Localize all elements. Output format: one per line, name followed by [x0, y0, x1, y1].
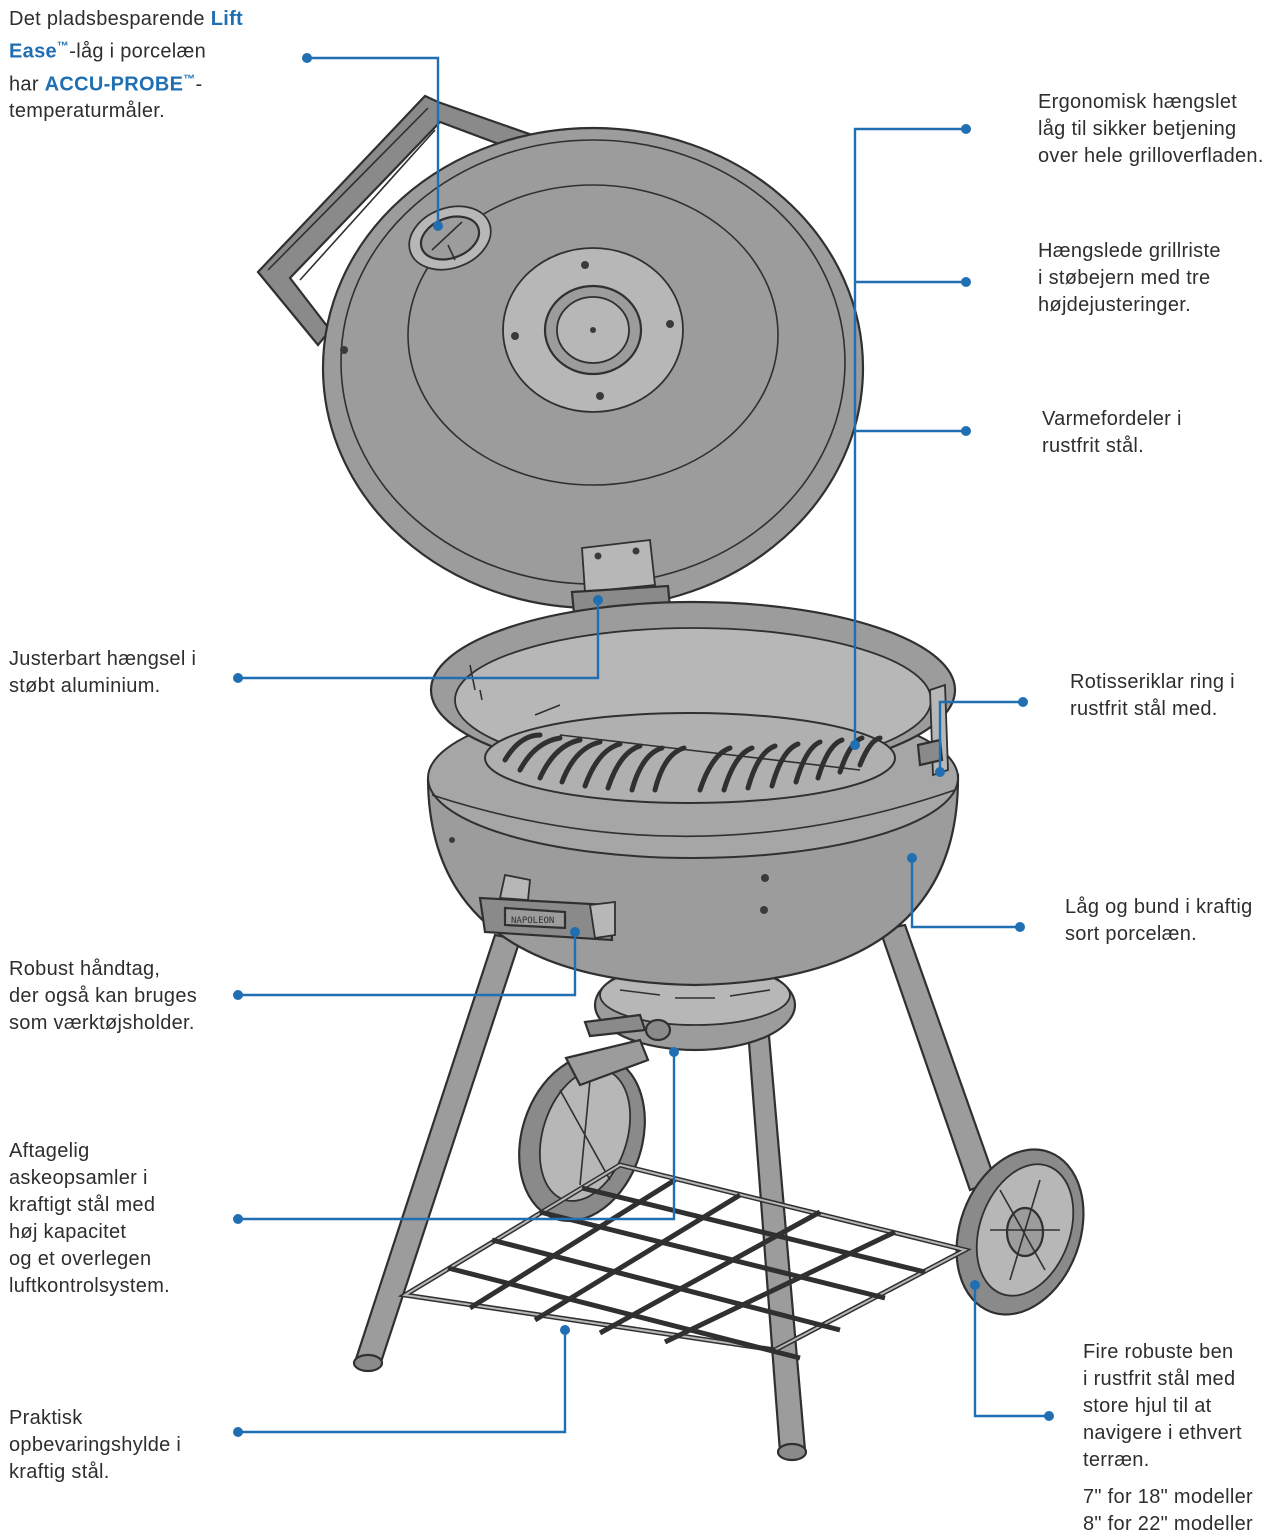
callout-heat-distributor: Varmefordeler i rustfrit stål. — [1042, 408, 1182, 457]
wheel-left — [518, 1038, 650, 1223]
cooking-grate — [484, 704, 896, 804]
callout-legs: Fire robuste ben i rustfrit stål med sto… — [1083, 1341, 1242, 1471]
lid — [321, 126, 865, 610]
handle-brand: NAPOLEON — [511, 916, 554, 926]
leader-lines — [238, 56, 1049, 1434]
accu-probe-brand: ACCU-PROBE — [44, 73, 184, 96]
lift-ease-brand: Lift Ease — [9, 8, 243, 63]
callout-rotisserie: Rotisseriklar ring i rustfrit stål med. — [1070, 671, 1235, 720]
callout-ash-catcher: Aftagelig askeopsamler i kraftigt stål m… — [9, 1140, 171, 1297]
storage-shelf — [397, 1162, 972, 1361]
callout-lid: Det pladsbesparende Lift Ease™-låg i por… — [9, 8, 243, 123]
leader-dots — [233, 53, 1054, 1437]
callout-porcelain: Låg og bund i kraftig sort porcelæn. — [1065, 896, 1253, 945]
callout-hinge: Justerbart hængsel i støbt aluminium. — [9, 648, 197, 697]
callout-shelf: Praktisk opbevaringshylde i kraftig stål… — [9, 1407, 182, 1483]
callout-wheel-sizes: 7" for 18" modeller 8" for 22" modeller — [1083, 1486, 1253, 1535]
callout-grates: Hængslede grillriste i støbejern med tre… — [1038, 240, 1221, 316]
callout-ergonomic-lid: Ergonomisk hængslet låg til sikker betje… — [1038, 91, 1264, 167]
wheel-right — [955, 1148, 1085, 1316]
callout-handle: Robust håndtag, der også kan bruges som … — [9, 958, 198, 1034]
